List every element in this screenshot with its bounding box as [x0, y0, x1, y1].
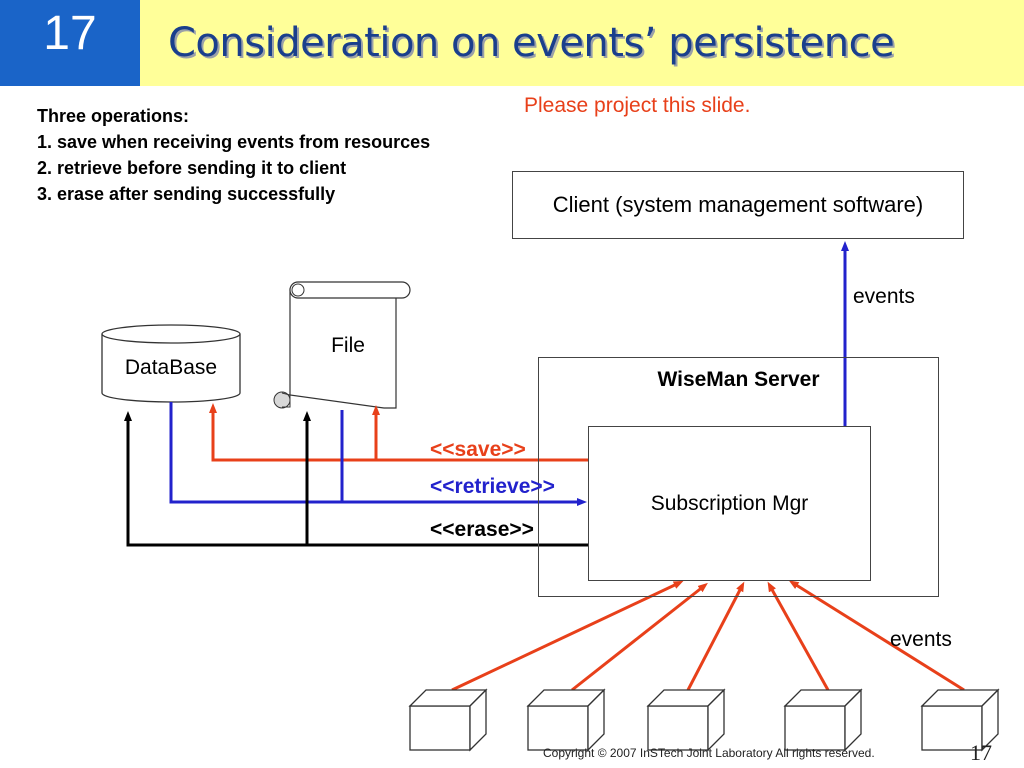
events-label-upper: events	[853, 285, 915, 308]
resource-event-arrows	[451, 580, 965, 692]
operation-item: 1. save when receiving events from resou…	[37, 132, 431, 152]
resource-cube	[920, 688, 1000, 752]
retrieve-connector	[169, 402, 587, 506]
retrieve-label: <<retrieve>>	[430, 475, 555, 498]
database-label: DataBase	[124, 356, 218, 379]
file-label: File	[331, 334, 365, 357]
operation-item: 2. retrieve before sending it to client	[37, 158, 347, 178]
wiseman-server-box	[538, 357, 939, 597]
resource-cube	[526, 688, 606, 752]
slide-number-box: 17	[0, 0, 140, 86]
subscription-mgr-label: Subscription Mgr	[650, 491, 809, 515]
erase-label: <<erase>>	[430, 518, 534, 541]
client-box: Client (system management software)	[512, 171, 964, 239]
slide-number: 17	[43, 7, 97, 60]
projection-note: Please project this slide.	[524, 94, 751, 117]
operations-list: Three operations: 1. save when receiving…	[37, 103, 430, 207]
resource-cube	[783, 688, 863, 752]
save-label: <<save>>	[430, 438, 526, 461]
operations-heading: Three operations:	[37, 106, 190, 126]
resource-cube	[408, 688, 488, 752]
operation-item: 3. erase after sending successfully	[37, 184, 336, 204]
resource-cube	[646, 688, 726, 752]
file-scroll-icon	[273, 281, 411, 409]
subscription-mgr-box: Subscription Mgr	[588, 426, 871, 581]
copyright-footer: Copyright © 2007 InSTech Joint Laborator…	[543, 746, 875, 760]
wiseman-server-label: WiseMan Server	[657, 368, 820, 391]
client-label: Client (system management software)	[552, 192, 924, 217]
events-label-lower: events	[890, 628, 952, 651]
save-connector	[209, 403, 590, 462]
title-bar: Consideration on events’ persistence	[140, 0, 1024, 86]
slide-title: Consideration on events’ persistence	[168, 20, 895, 66]
footer-page-number: 17	[970, 740, 992, 765]
erase-connector	[124, 411, 590, 547]
database-cylinder	[101, 324, 241, 403]
